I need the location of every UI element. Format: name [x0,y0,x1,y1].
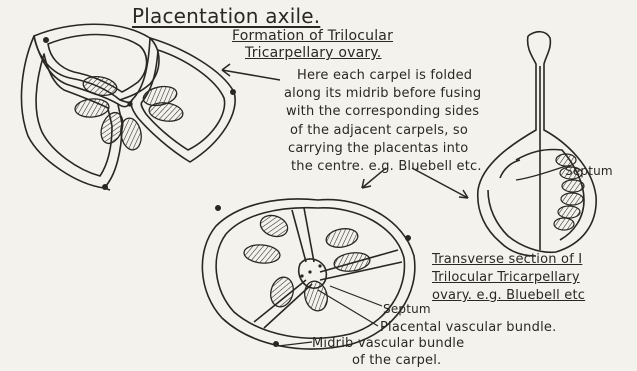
midrib-bundle-label-line-2: of the carpel. [352,353,441,368]
description-line: with the corresponding sides [286,104,479,119]
subtitle-line-2: Tricarpellary ovary. [245,45,381,61]
placental-bundle-label: Placental vascular bundle. [380,320,556,335]
subtitle-line-1: Formation of Trilocular [232,28,393,44]
septum-label-top: Septum [565,164,613,178]
description-line: the centre. e.g. Bluebell etc. [291,159,482,174]
septum-top-pointer [516,166,566,180]
septum-label-bottom: Septum [383,302,431,316]
top-left-ovules [74,74,184,151]
transverse-caption-line-1: Transverse section of I [432,252,582,267]
diagram-title: Placentation axile. [132,4,320,28]
top-left-vascular-dots [43,37,236,190]
transverse-caption-line-2: Trilocular Tricarpellary [432,270,580,285]
description-line: Here each carpel is folded [297,68,472,83]
description-line: of the adjacent carpels, so [290,123,468,138]
description-line: carrying the placentas into [288,141,468,156]
description-line: along its midrib before fusing [284,86,481,101]
transverse-caption-line-3: ovary. e.g. Bluebell etc [432,288,585,303]
longitudinal-section-drawing [478,32,596,256]
midrib-bundle-label-line-1: Midrib vascular bundle [312,336,464,351]
folding-carpels-drawing [21,24,235,190]
